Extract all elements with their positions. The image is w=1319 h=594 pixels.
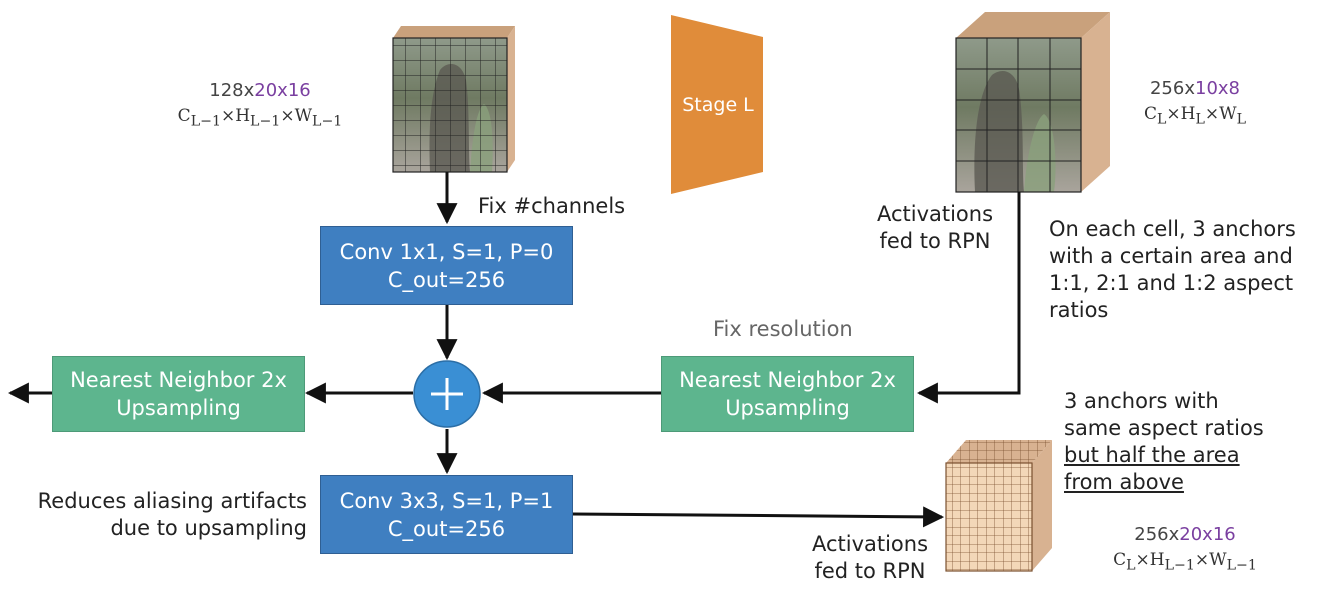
activations-bottom-label: Activations fed to RPN <box>811 532 929 583</box>
stage-output-dims-prefix: 256x <box>1149 78 1195 99</box>
arrow-cube-to-nn-right <box>916 192 1021 404</box>
stage-trapezoid <box>671 15 763 194</box>
nn-right-line1: Nearest Neighbor 2x <box>679 368 896 392</box>
nn-right-line2: Upsampling <box>725 396 850 420</box>
input-feature-cube <box>392 26 515 173</box>
anchors-top-label: On each cell, 3 anchors with a certain a… <box>1049 217 1296 322</box>
stage-output-dims: 256x10x8 <box>1120 78 1270 99</box>
input-dims-hw: 20x16 <box>254 80 311 101</box>
fix-resolution-label: Fix resolution <box>713 317 853 341</box>
plus-icon <box>431 378 463 410</box>
conv3x3-box: Conv 3x3, S=1, P=1 C_out=256 <box>320 475 573 554</box>
conv3x3-line1: Conv 3x3, S=1, P=1 <box>339 488 554 513</box>
nn-upsampling-right-box: Nearest Neighbor 2x Upsampling <box>661 356 914 432</box>
stage-label: Stage L <box>682 94 754 116</box>
nn-left-line2: Upsampling <box>116 396 241 420</box>
nn-upsampling-left-box: Nearest Neighbor 2x Upsampling <box>52 356 305 432</box>
merged-output-dims-hw: 20x16 <box>1179 524 1236 545</box>
merged-output-dims-prefix: 256x <box>1134 524 1180 545</box>
fix-channels-label: Fix #channels <box>478 194 626 218</box>
merged-output-dims-formula: CL×HL−1×WL−1 <box>1113 550 1257 574</box>
activations-top-label: Activations fed to RPN <box>876 202 994 253</box>
conv3x3-line2: C_out=256 <box>387 516 506 541</box>
input-dims-prefix: 128x <box>209 80 255 101</box>
input-dims: 128x20x16 <box>160 80 360 101</box>
stage-output-cube <box>955 12 1110 193</box>
arrow-conv3-to-cube <box>572 506 945 528</box>
stage-output-dims-formula: CL×HL×WL <box>1143 104 1247 128</box>
stage-output-dims-hw: 10x8 <box>1195 78 1241 99</box>
input-dims-formula: CL−1×HL−1×WL−1 <box>177 106 343 130</box>
nn-left-line1: Nearest Neighbor 2x <box>70 368 287 392</box>
conv1x1-line1: Conv 1x1, S=1, P=0 <box>339 239 554 264</box>
aliasing-label: Reduces aliasing artifacts due to upsamp… <box>37 489 307 540</box>
conv1x1-box: Conv 1x1, S=1, P=0 C_out=256 <box>320 226 573 305</box>
anchors-bottom-label: 3 anchors with same aspect ratios but ha… <box>1064 389 1264 494</box>
conv1x1-line2: C_out=256 <box>387 267 506 292</box>
merged-output-cube <box>945 440 1052 572</box>
merged-output-dims: 256x20x16 <box>1085 524 1285 545</box>
